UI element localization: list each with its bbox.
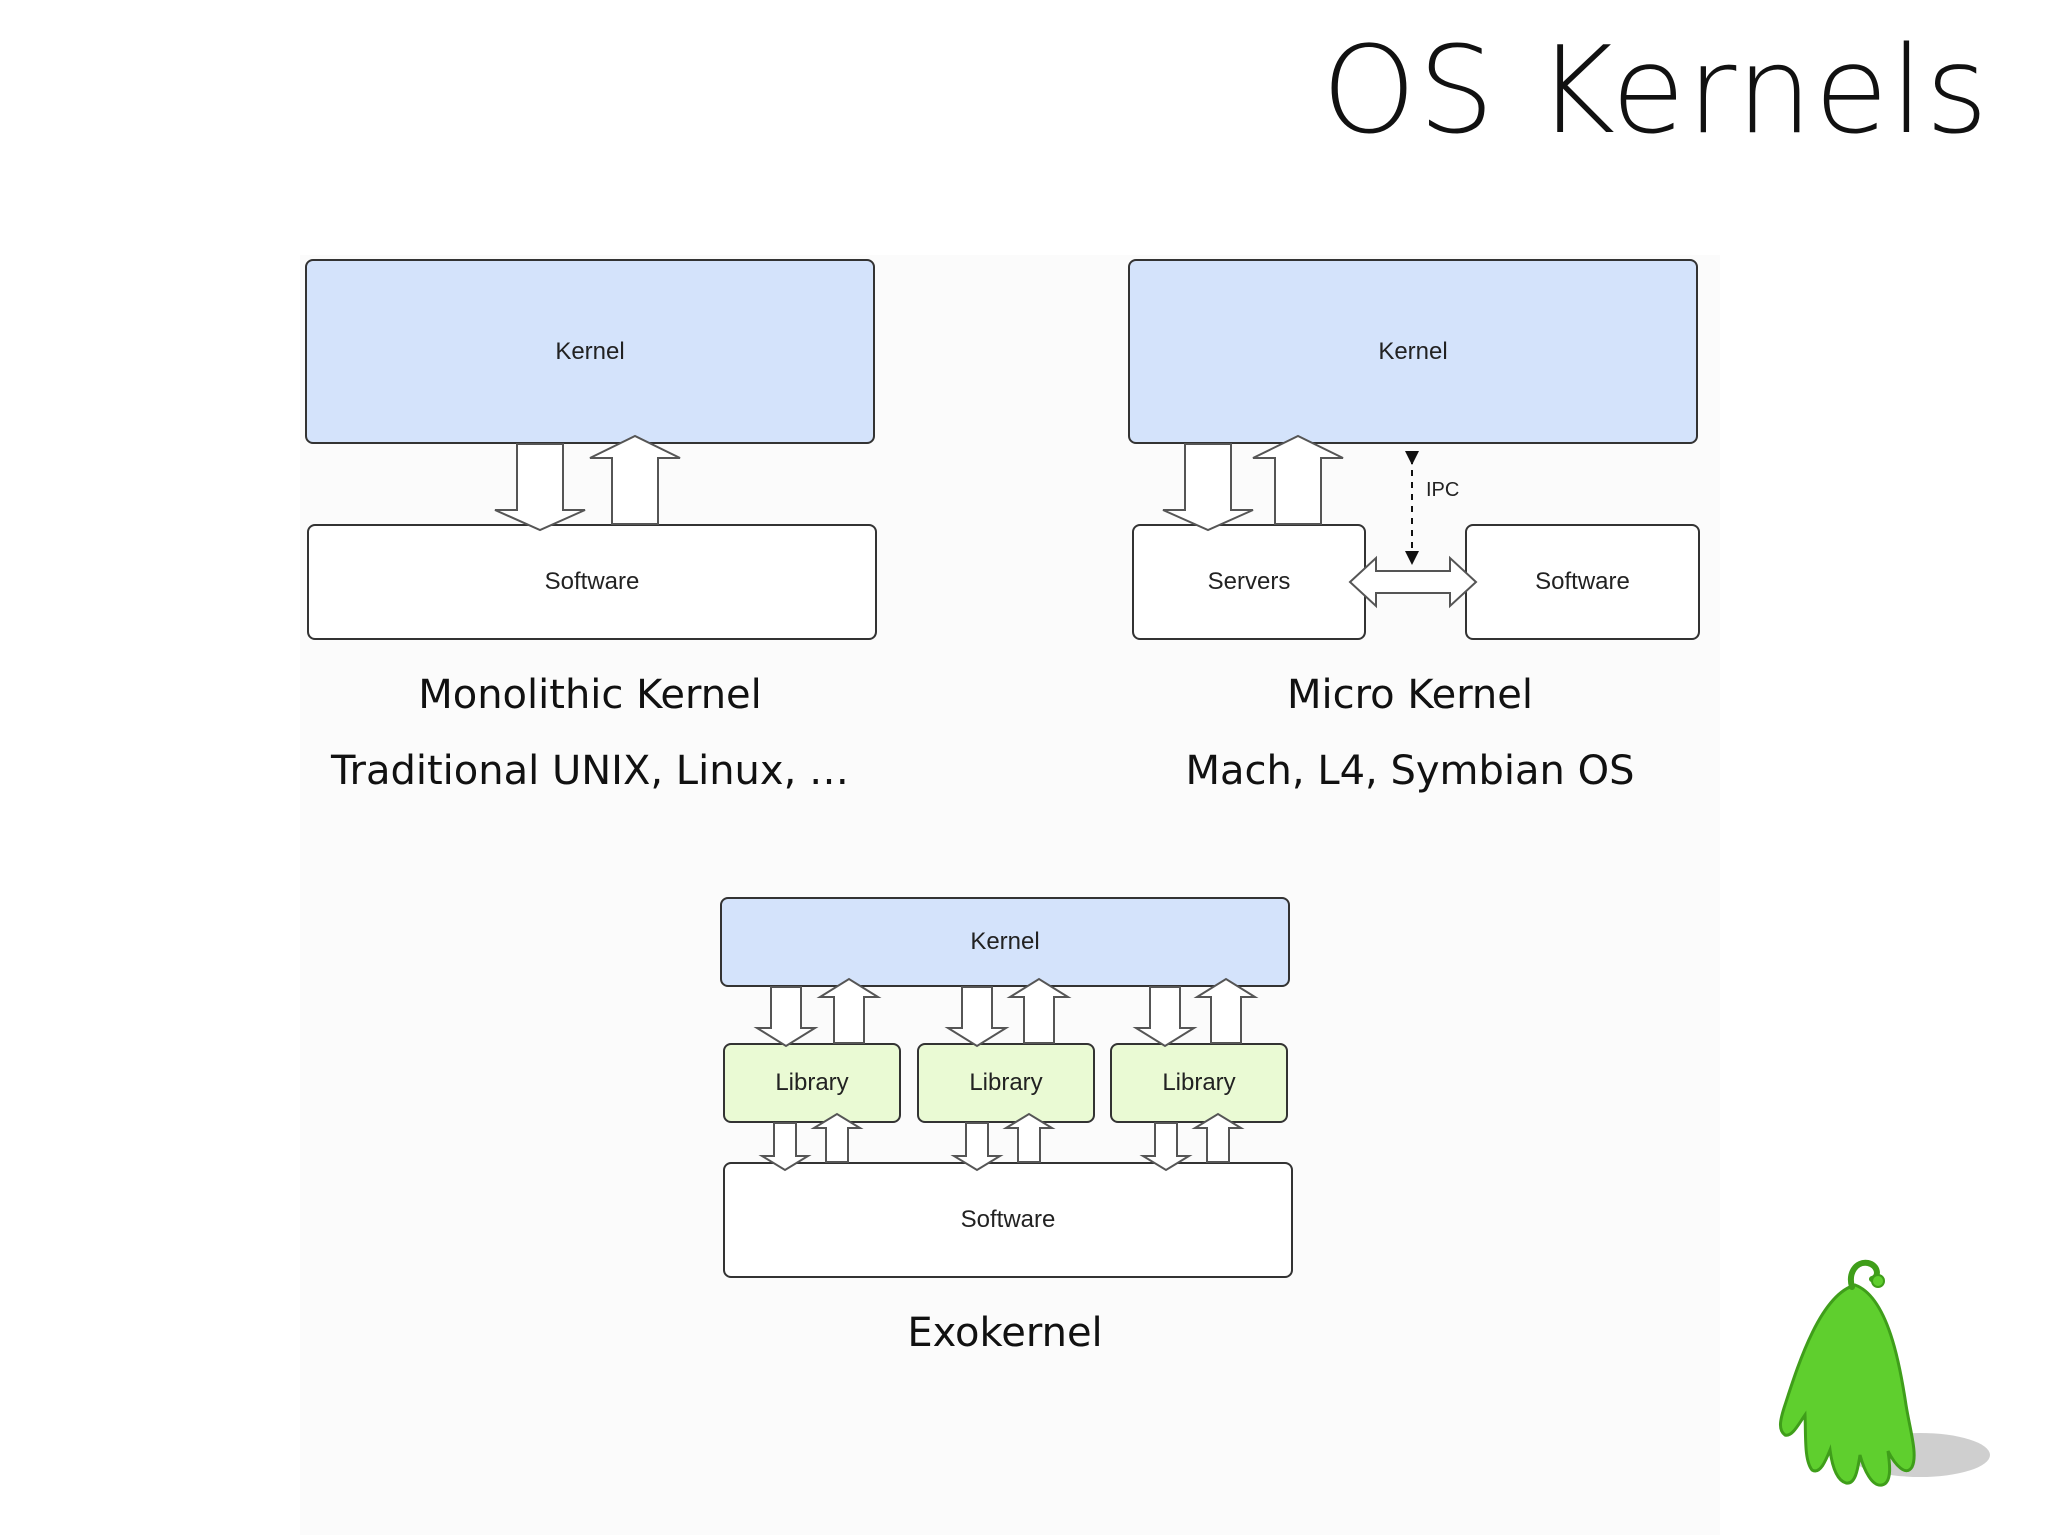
exo-up-arrow-3 [1193, 977, 1259, 1044]
monolithic-up-arrow [589, 434, 681, 525]
exo-caption: Exokernel [907, 1310, 1103, 1356]
exo-down-arrow-2 [944, 986, 1010, 1048]
exo-up-arrow-1 [816, 977, 882, 1044]
micro-caption: Micro Kernel [1286, 672, 1534, 718]
exo-lower-down-arrow-1 [758, 1122, 812, 1172]
exo-kernel-box: Kernel [720, 897, 1290, 987]
exo-library-box-3: Library [1110, 1043, 1288, 1123]
exo-down-arrow-3 [1132, 986, 1198, 1048]
monolithic-examples: Traditional UNIX, Linux, … [330, 748, 849, 794]
micro-servers-box: Servers [1132, 524, 1366, 640]
exo-lower-up-arrow-2 [1002, 1112, 1056, 1163]
exo-lower-up-arrow-3 [1191, 1112, 1245, 1163]
exo-lower-down-arrow-3 [1139, 1122, 1193, 1172]
exo-lower-up-arrow-1 [810, 1112, 864, 1163]
monolithic-caption: Monolithic Kernel [418, 672, 762, 718]
micro-up-arrow [1252, 434, 1344, 525]
micro-kernel-label: Kernel [1378, 337, 1448, 365]
slide-title: OS Kernels [1321, 22, 1990, 161]
micro-kernel-box: Kernel [1128, 259, 1698, 444]
exo-library-box-2: Library [917, 1043, 1095, 1123]
exo-up-arrow-2 [1006, 977, 1072, 1044]
exo-lower-down-arrow-2 [950, 1122, 1004, 1172]
exo-software-box: Software [723, 1162, 1293, 1278]
micro-software-box: Software [1465, 524, 1700, 640]
exo-library-box-1: Library [723, 1043, 901, 1123]
exo-down-arrow-1 [753, 986, 819, 1048]
exo-library-label-1: Library [775, 1069, 849, 1096]
micro-examples: Mach, L4, Symbian OS [1185, 748, 1635, 794]
micro-software-label: Software [1535, 568, 1630, 595]
exo-library-label-2: Library [969, 1069, 1043, 1096]
monolithic-kernel-box: Kernel [305, 259, 875, 444]
monolithic-down-arrow [494, 443, 586, 532]
micro-ipc-label: IPC [1426, 479, 1460, 501]
micro-servers-label: Servers [1207, 568, 1291, 595]
green-monster-mascot-icon [1779, 1259, 1990, 1487]
exo-kernel-label: Kernel [970, 928, 1040, 955]
exo-library-label-3: Library [1162, 1069, 1236, 1096]
micro-double-arrow [1348, 555, 1478, 609]
micro-down-arrow [1162, 443, 1254, 532]
exo-software-label: Software [960, 1206, 1056, 1233]
monolithic-software-label: Software [544, 568, 640, 595]
monolithic-software-box: Software [307, 524, 877, 640]
monolithic-kernel-label: Kernel [555, 337, 625, 365]
